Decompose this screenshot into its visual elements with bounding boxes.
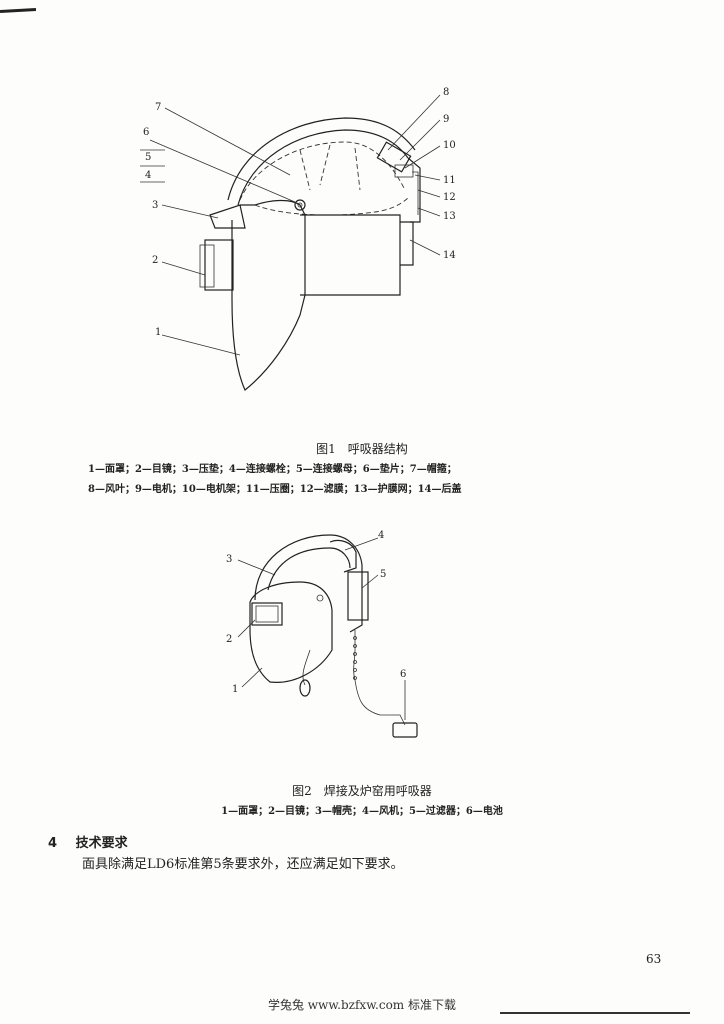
fig1-label-4: 4 — [145, 170, 151, 181]
footer-rule — [500, 1012, 690, 1014]
figure1-drawing: 7 6 5 4 3 2 1 8 9 10 11 12 13 14 — [140, 87, 456, 391]
fig2-label-3: 3 — [226, 554, 232, 565]
fig1-label-1: 1 — [155, 327, 161, 338]
fig1-label-8: 8 — [443, 87, 449, 98]
fig2-label-5: 5 — [380, 569, 386, 580]
fig1-label-10: 10 — [443, 140, 456, 151]
fig1-label-12: 12 — [443, 192, 456, 203]
fig1-label-7: 7 — [155, 102, 161, 113]
fig1-label-3: 3 — [152, 200, 158, 211]
fig2-label-2: 2 — [226, 634, 232, 645]
section-title: 技术要求 — [75, 836, 128, 851]
fig1-label-5: 5 — [145, 152, 151, 163]
figure1-legend-line1: 1—面罩；2—目镜；3—压垫；4—连接螺栓；5—连接螺母；6—垫片；7—帽箍； — [88, 464, 457, 475]
figure1-caption: 图1 呼吸器结构 — [316, 442, 408, 456]
fig1-label-2: 2 — [152, 255, 158, 266]
figure2-legend: 1—面罩；2—目镜；3—帽壳；4—风机；5—过滤器；6—电池 — [221, 806, 503, 817]
fig1-label-14: 14 — [443, 250, 456, 261]
section-number: 4 — [48, 836, 58, 851]
fig1-label-13: 13 — [443, 211, 456, 222]
fig1-label-9: 9 — [443, 114, 449, 125]
fig1-label-6: 6 — [143, 127, 149, 138]
fig1-label-11: 11 — [443, 175, 456, 186]
fig2-label-6: 6 — [400, 669, 406, 680]
figure1-legend-line2: 8—风叶；9—电机；10—电机架；11—压圈；12—滤膜；13—护膜网；14—后… — [88, 484, 462, 495]
figure2-drawing: 3 2 1 4 5 6 — [226, 530, 418, 738]
fig2-label-1: 1 — [232, 684, 238, 695]
figure2-caption: 图2 焊接及炉窑用呼吸器 — [292, 784, 432, 798]
page-number: 63 — [646, 952, 662, 966]
footer-watermark: 学兔兔 www.bzfxw.com 标准下载 — [267, 998, 457, 1012]
fig2-label-4: 4 — [378, 530, 384, 541]
section-heading: 4 技术要求 — [48, 832, 128, 851]
section-body: 面具除满足LD6标准第5条要求外，还应满足如下要求。 — [82, 857, 404, 872]
